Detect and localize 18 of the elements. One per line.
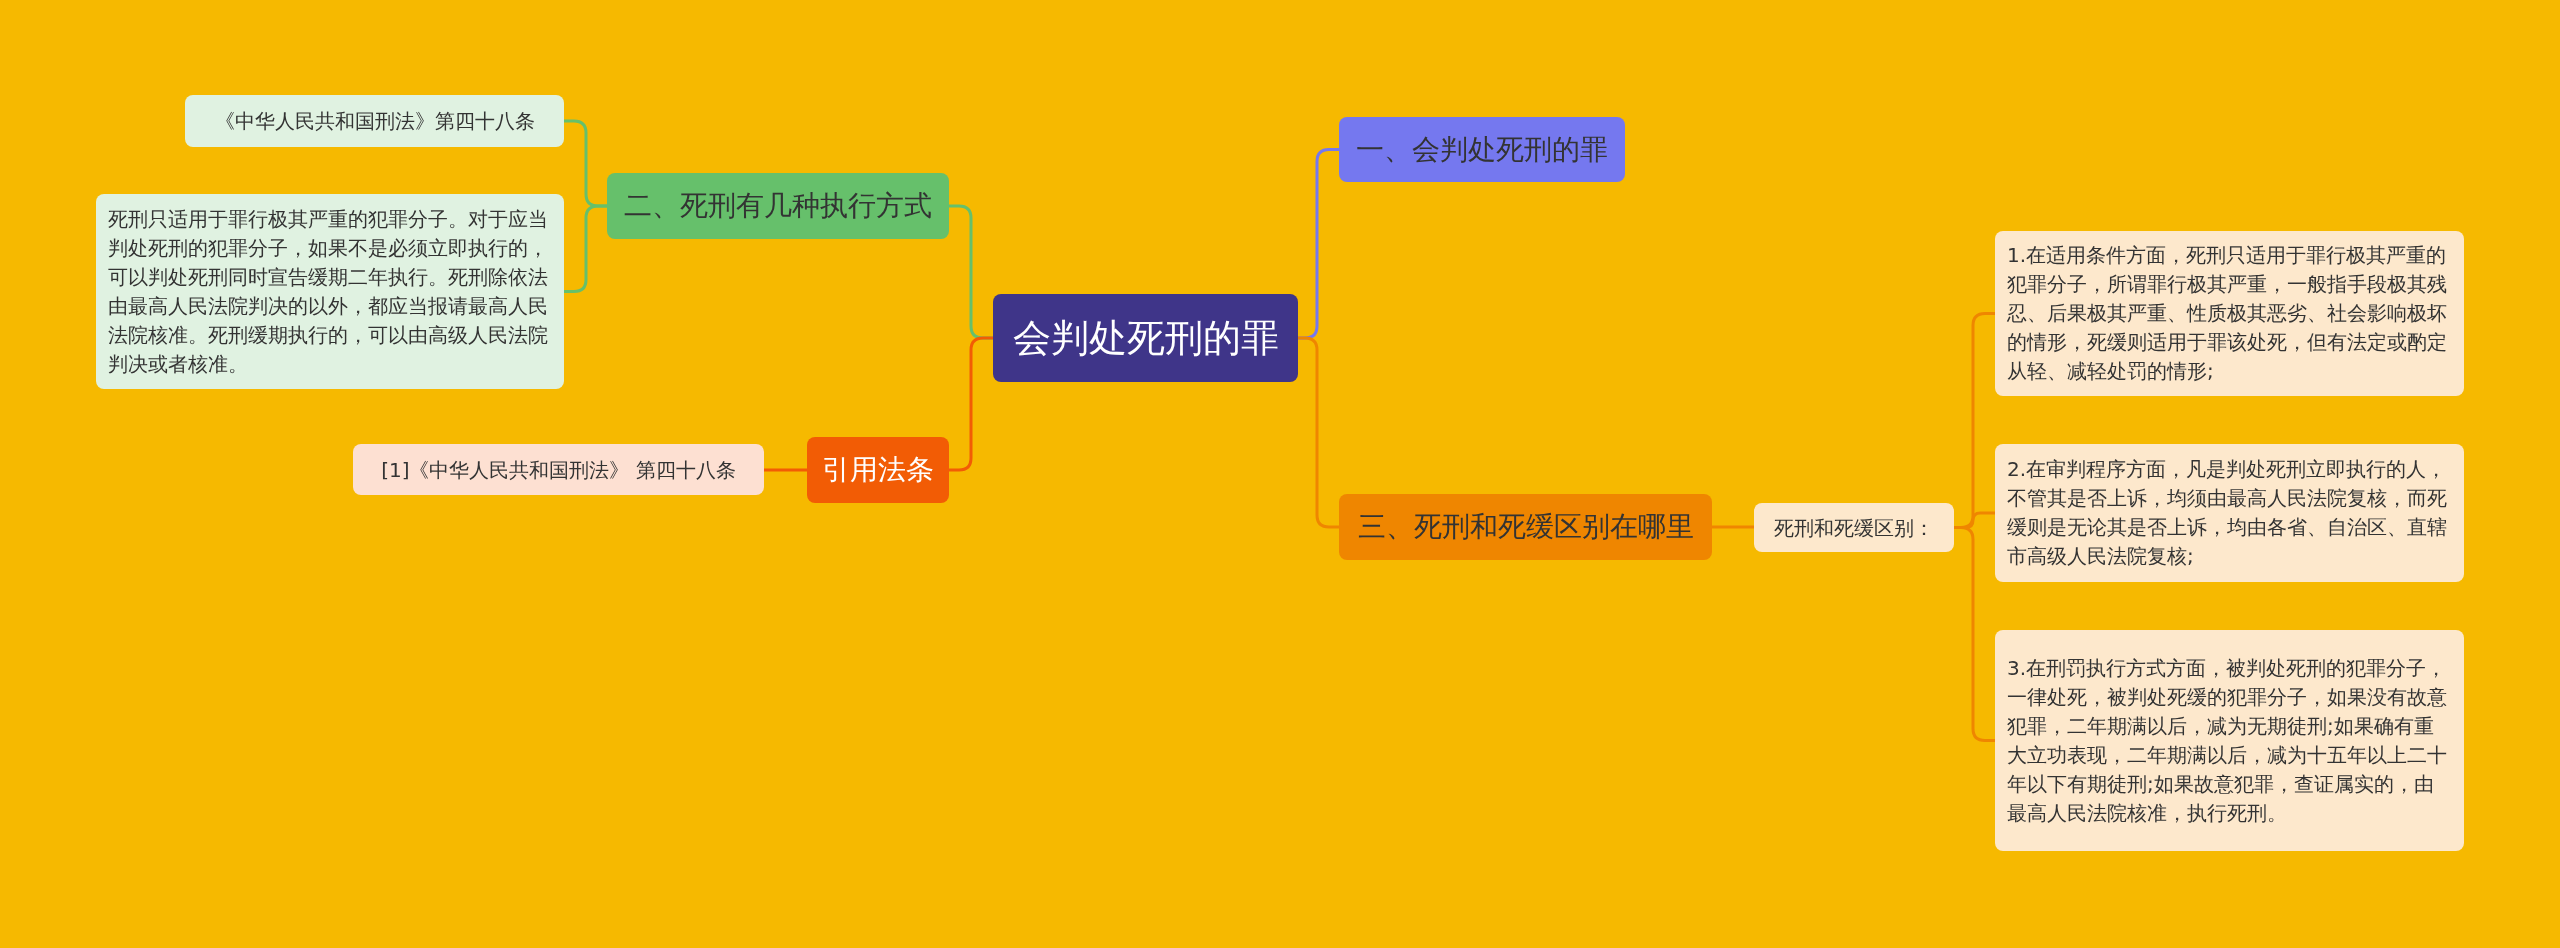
connector-line	[949, 336, 993, 472]
text-card: 3.在刑罚执行方式方面，被判处死刑的犯罪分子，一律处死，被判处死缓的犯罪分子，如果没有故意犯罪，二年期满以后，减为无期徒刑;如果确有重大立功表现，二年期满以后，减为十五年以上二十年以下有期徒刑;如果故意犯罪，查证属实的，由最高人民法院核准，执行死刑。	[1995, 630, 2464, 851]
connector-line	[564, 204, 607, 293]
topic-box: 三、死刑和死缓区别在哪里	[1339, 494, 1712, 560]
connector-line	[1298, 336, 1339, 529]
central-topic-box: 会判处死刑的罪	[993, 294, 1298, 382]
text-card: 2.在审判程序方面，凡是判处死刑立即执行的人，不管其是否上诉，均须由最高人民法院复核，而死缓则是无论其是否上诉，均由各省、自治区、直辖市高级人民法院复核;	[1995, 444, 2464, 582]
connector-line	[1954, 526, 1995, 742]
topic-box: 引用法条	[807, 437, 949, 503]
text-card: 死刑只适用于罪行极其严重的犯罪分子。对于应当判处死刑的犯罪分子，如果不是必须立即执行的，可以判处死刑同时宣告缓期二年执行。死刑除依法由最高人民法院判决的以外，都应当报请最高人民法院核准。死刑缓期执行的，可以由高级人民法院判决或者核准。	[96, 194, 564, 389]
subtopic-box: 《中华人民共和国刑法》第四十八条	[185, 95, 564, 147]
connector-line	[1712, 525, 1754, 529]
topic-box: 一、会判处死刑的罪	[1339, 117, 1625, 182]
topic-box: 二、死刑有几种执行方式	[607, 173, 949, 239]
subtopic-box: 死刑和死缓区别：	[1754, 503, 1954, 552]
connector-line	[764, 468, 807, 472]
subtopic-box: [1]《中华人民共和国刑法》 第四十八条	[353, 444, 764, 495]
text-card: 1.在适用条件方面，死刑只适用于罪行极其严重的犯罪分子，所谓罪行极其严重，一般指手段极其残忍、后果极其严重、性质极其恶劣、社会影响极坏的情形，死缓则适用于罪该处死，但有法定或酌定从轻、减轻处罚的情形;	[1995, 231, 2464, 396]
